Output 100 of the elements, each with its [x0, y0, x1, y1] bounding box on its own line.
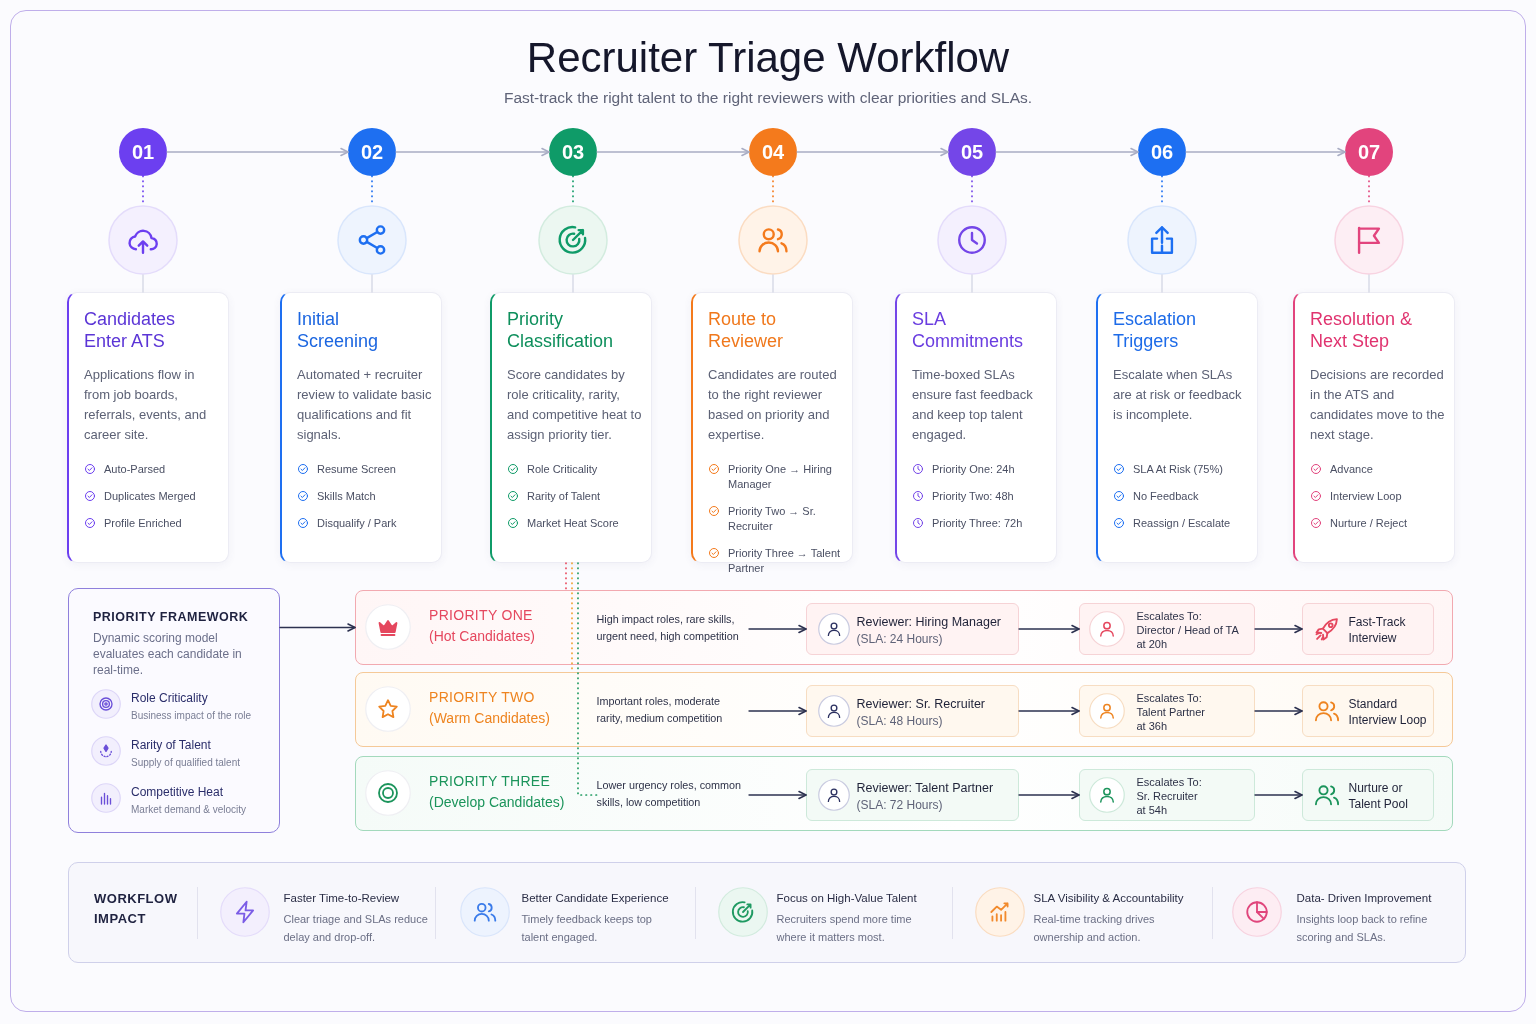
step-number: 02 [348, 128, 396, 176]
factor-description: Market demand & velocity [131, 803, 247, 816]
step-number: 04 [749, 128, 797, 176]
panel-heading: PRIORITY FRAMEWORK [93, 609, 249, 625]
checklist-item: SLA At Risk (75%) [1133, 462, 1224, 477]
outcome-label: Standard Interview Loop [1348, 695, 1428, 728]
dotted-connector [565, 562, 567, 591]
card-title: Resolution & Next Step [1310, 308, 1414, 352]
escalation-heading: Escalates To: [1136, 690, 1202, 705]
escalation-card [1078, 684, 1255, 737]
step-card [895, 292, 1057, 563]
impact-description: Insights loop back to refine scoring and SLAs. [1296, 912, 1429, 945]
impact-title: SLA Visibility & Accountability [1033, 891, 1184, 906]
card-description: Time-boxed SLAs ensure fast feedback and keep top talent engaged. [912, 366, 1034, 444]
checklist-item: Interview Loop [1330, 489, 1403, 504]
arrow [1254, 624, 1303, 634]
impact-title: Data- Driven Improvement [1296, 891, 1432, 906]
card-title: SLA Commitments [912, 308, 1024, 352]
panel-description: Dynamic scoring model evaluates each candidate in real-time. [93, 630, 243, 678]
checklist-item: Profile Enriched [104, 516, 183, 531]
impact-title: Better Candidate Experience [521, 891, 669, 906]
card-title: Candidates Enter ATS [84, 308, 177, 352]
escalation-heading: Escalates To: [1136, 608, 1202, 623]
checklist-item: Rarity of Talent [527, 489, 602, 504]
checklist-item: Priority One: 24h [932, 462, 1016, 477]
escalation-heading: Escalates To: [1136, 774, 1202, 789]
checklist-item: Priority Two → Sr. Recruiter [728, 504, 817, 534]
cloud-upload-icon [108, 205, 178, 275]
step-card [1293, 292, 1455, 563]
step-number: 01 [119, 128, 167, 176]
arrow [995, 147, 1139, 157]
escalation-target: Sr. Recruiter at 54h [1136, 788, 1199, 817]
share-nodes-icon [337, 205, 407, 275]
factor-title: Role Criticality [131, 691, 208, 706]
clock-icon [937, 205, 1007, 275]
impact-description: Timely feedback keeps top talent engaged. [521, 912, 653, 945]
reviewer-name: Reviewer: Sr. Recruiter [856, 695, 985, 712]
step-number: 03 [549, 128, 597, 176]
sla-time: (SLA: 72 Hours) [856, 797, 943, 813]
sla-time: (SLA: 48 Hours) [856, 713, 943, 729]
arrow [166, 147, 349, 157]
outcome-card [1301, 768, 1434, 821]
checklist-item: Nurture / Reject [1330, 516, 1409, 531]
checklist-item: Priority One → Hiring Manager [728, 462, 833, 492]
step-card [1096, 292, 1258, 563]
reviewer-card [805, 684, 1019, 737]
outcome-label: Fast-Track Interview [1348, 613, 1407, 646]
checklist-item: No Feedback [1133, 489, 1200, 504]
step-number: 07 [1345, 128, 1393, 176]
factor-description: Supply of qualified talent [131, 756, 240, 769]
checklist-item: Priority Three: 72h [932, 516, 1024, 531]
step-number: 05 [948, 128, 996, 176]
subtitle: Fast-track the right talent to the right reviewers with clear priorities and SLAs. [502, 88, 1034, 108]
framework-panel [68, 588, 280, 833]
priority-subtitle: (Warm Candidates) [429, 709, 550, 727]
step-card [67, 292, 229, 563]
priority-title: PRIORITY ONE [429, 606, 533, 624]
step-card [280, 292, 442, 563]
card-description: Score candidates by role criticality, rarity, and competitive heat to assign priority tier. [507, 366, 643, 444]
checklist-item: Advance [1330, 462, 1374, 477]
impact-title: Faster Time-to-Review [283, 891, 400, 906]
checklist-item: Reassign / Escalate [1133, 516, 1232, 531]
escalation-card [1078, 768, 1255, 821]
outcome-card [1301, 602, 1434, 655]
outcome-label: Nurture or Talent Pool [1348, 779, 1409, 812]
step-number: 06 [1138, 128, 1186, 176]
impact-description: Clear triage and SLAs reduce delay and drop-off. [283, 912, 429, 945]
arrow [279, 623, 356, 632]
impact-title: Focus on High-Value Talent [776, 891, 917, 906]
card-description: Candidates are routed to the right reviewer based on priority and expertise. [708, 366, 838, 444]
checklist-item: Disqualify / Park [317, 516, 398, 531]
escalation-target: Director / Head of TA at 20h [1136, 622, 1240, 651]
card-title: Route to Reviewer [708, 308, 785, 352]
reviewer-card [805, 602, 1019, 655]
upload-icon [1127, 205, 1197, 275]
impact-description: Recruiters spend more time where it matters most. [776, 912, 913, 945]
checklist-item: Priority Two: 48h [932, 489, 1015, 504]
priority-band [355, 590, 1453, 665]
arrow [1018, 790, 1080, 800]
arrow [796, 147, 949, 157]
reviewer-name: Reviewer: Hiring Manager [856, 613, 1001, 630]
card-description: Applications flow in from job boards, referrals, events, and career site. [84, 366, 208, 444]
arrow [748, 790, 807, 800]
priority-description: High impact roles, rare skills, urgent need, high competition [596, 610, 749, 647]
impact-description: Real-time tracking drives ownership and action. [1033, 912, 1156, 945]
priority-description: Lower urgency roles, common skills, low competition [596, 776, 749, 813]
checklist-item: Skills Match [317, 489, 377, 504]
arrow [1185, 147, 1346, 157]
arrow [1254, 706, 1303, 716]
factor-title: Competitive Heat [131, 785, 224, 800]
priority-band [355, 756, 1453, 831]
arrow [1018, 706, 1080, 716]
impact-panel [68, 862, 1466, 963]
outcome-card [1301, 684, 1434, 737]
arrow [395, 147, 550, 157]
reviewer-name: Reviewer: Talent Partner [856, 779, 994, 796]
priority-subtitle: (Hot Candidates) [429, 627, 535, 645]
card-description: Automated + recruiter review to validate basic qualifications and fit signals. [297, 366, 433, 444]
panel-heading: WORKFLOW IMPACT [94, 890, 179, 928]
flag-icon [1334, 205, 1404, 275]
